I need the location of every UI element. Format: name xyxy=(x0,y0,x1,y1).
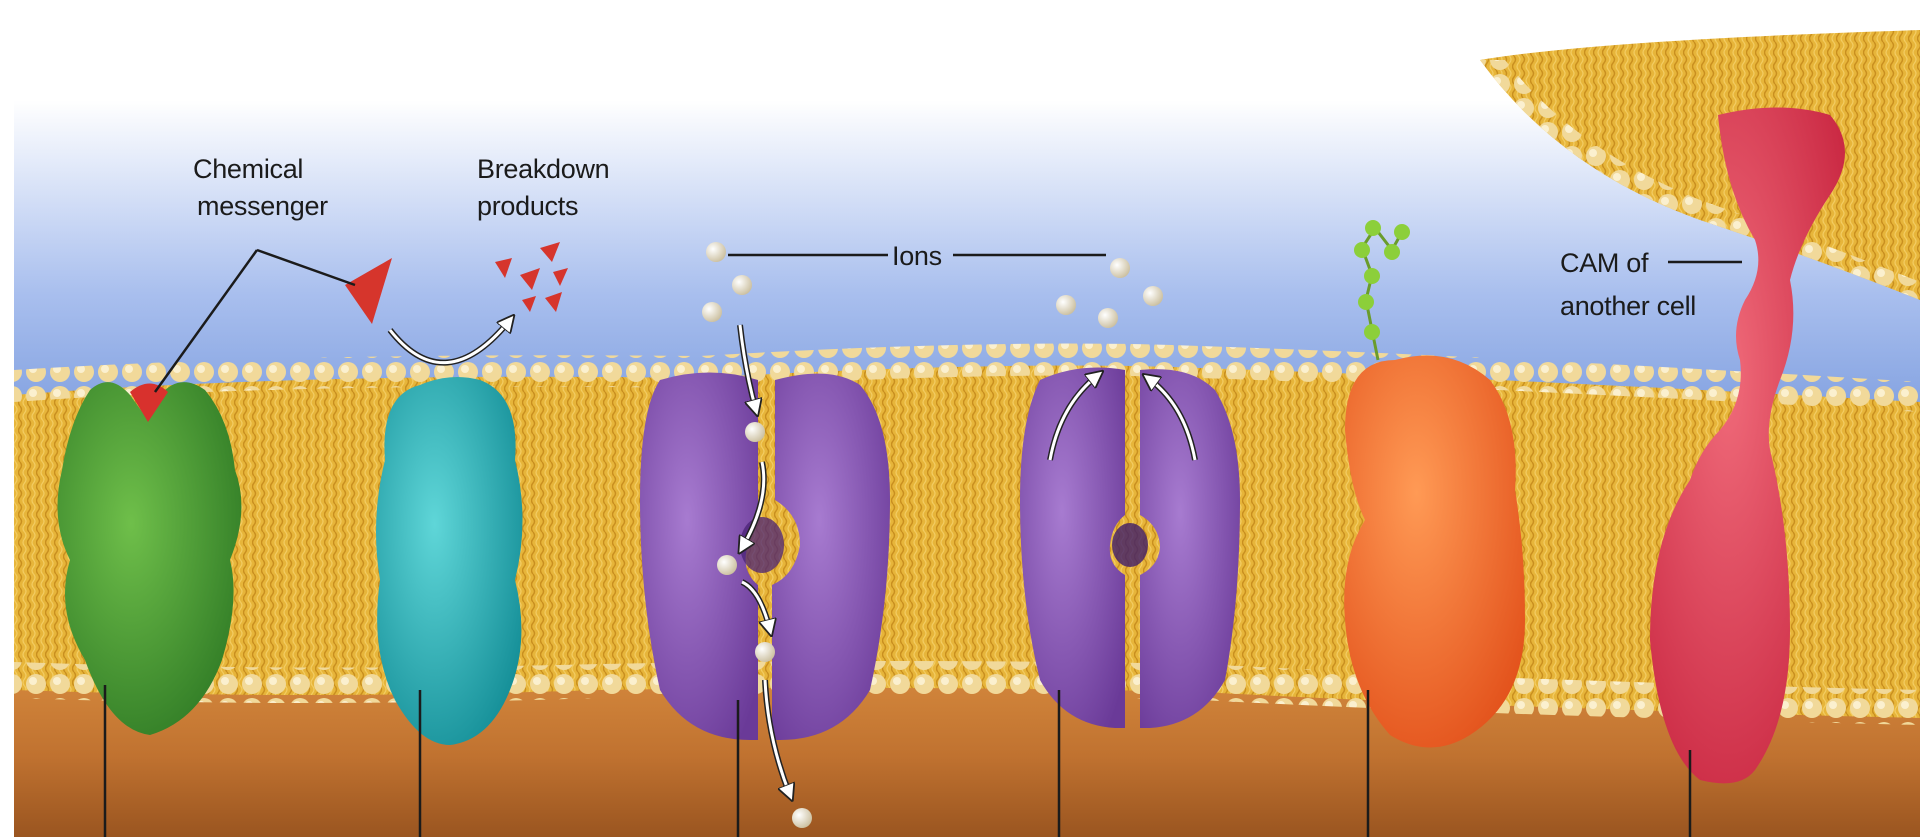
ion xyxy=(792,808,812,828)
ions-label: Ions xyxy=(892,241,942,271)
lipid-bilayer xyxy=(14,344,1920,725)
cam-label-line1: CAM of xyxy=(1560,248,1649,278)
ion xyxy=(1143,286,1163,306)
ion xyxy=(1110,258,1130,278)
chemical-messenger-label-line1: Chemical xyxy=(193,154,303,184)
ion xyxy=(702,302,722,322)
breakdown-products-label-line1: Breakdown xyxy=(477,154,609,184)
ion xyxy=(706,242,726,262)
ion xyxy=(717,555,737,575)
ion xyxy=(745,422,765,442)
ion xyxy=(755,642,775,662)
left-border xyxy=(0,0,14,837)
enzyme-protein xyxy=(376,377,523,745)
ion xyxy=(1098,308,1118,328)
chemical-messenger-label-line2: messenger xyxy=(197,191,328,221)
breakdown-products-label-line2: products xyxy=(477,191,578,221)
cam-label-line2: another cell xyxy=(1560,291,1696,321)
ion xyxy=(732,275,752,295)
ion xyxy=(1056,295,1076,315)
